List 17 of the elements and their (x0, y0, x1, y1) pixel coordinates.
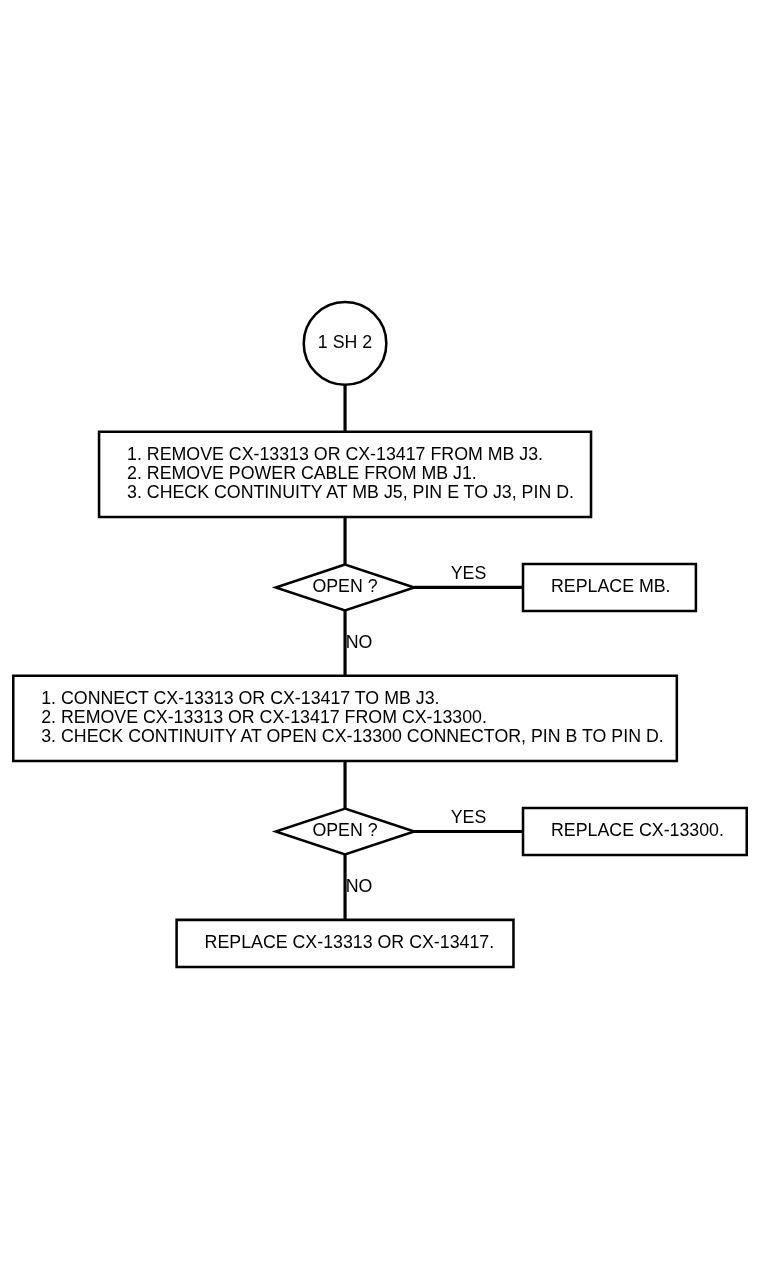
edge-label: YES (450, 562, 487, 583)
connector (343, 760, 347, 808)
edge-label: NO (345, 631, 373, 652)
connector (343, 610, 347, 675)
node-box: REPLACE CX-13300. (521, 806, 748, 856)
connector (343, 854, 347, 920)
connector (343, 384, 347, 432)
connector (414, 829, 523, 833)
node-circle: 1 SH 2 (302, 300, 388, 386)
connector (414, 585, 523, 589)
connector (343, 516, 347, 564)
edge-label: NO (345, 875, 373, 896)
node-box: 1. REMOVE CX-13313 OR CX-13417 FROM MB J3. 2. REMOVE POWER CABLE FROM MB J1. 3. CHECK CONTINUITY AT MB J5, PIN E TO J3, PIN D. (97, 429, 593, 518)
node-box: REPLACE MB. (521, 562, 698, 612)
node-box: REPLACE CX-13313 OR CX-13417. (175, 918, 515, 968)
edge-label: YES (450, 806, 487, 827)
node-box: 1. CONNECT CX-13313 OR CX-13417 TO MB J3. 2. REMOVE CX-13313 OR CX-13417 FROM CX-13300. 3. CHECK CONTINUITY AT OPEN CX-13300 CONNECTOR, PIN B TO PIN D. (12, 674, 679, 762)
